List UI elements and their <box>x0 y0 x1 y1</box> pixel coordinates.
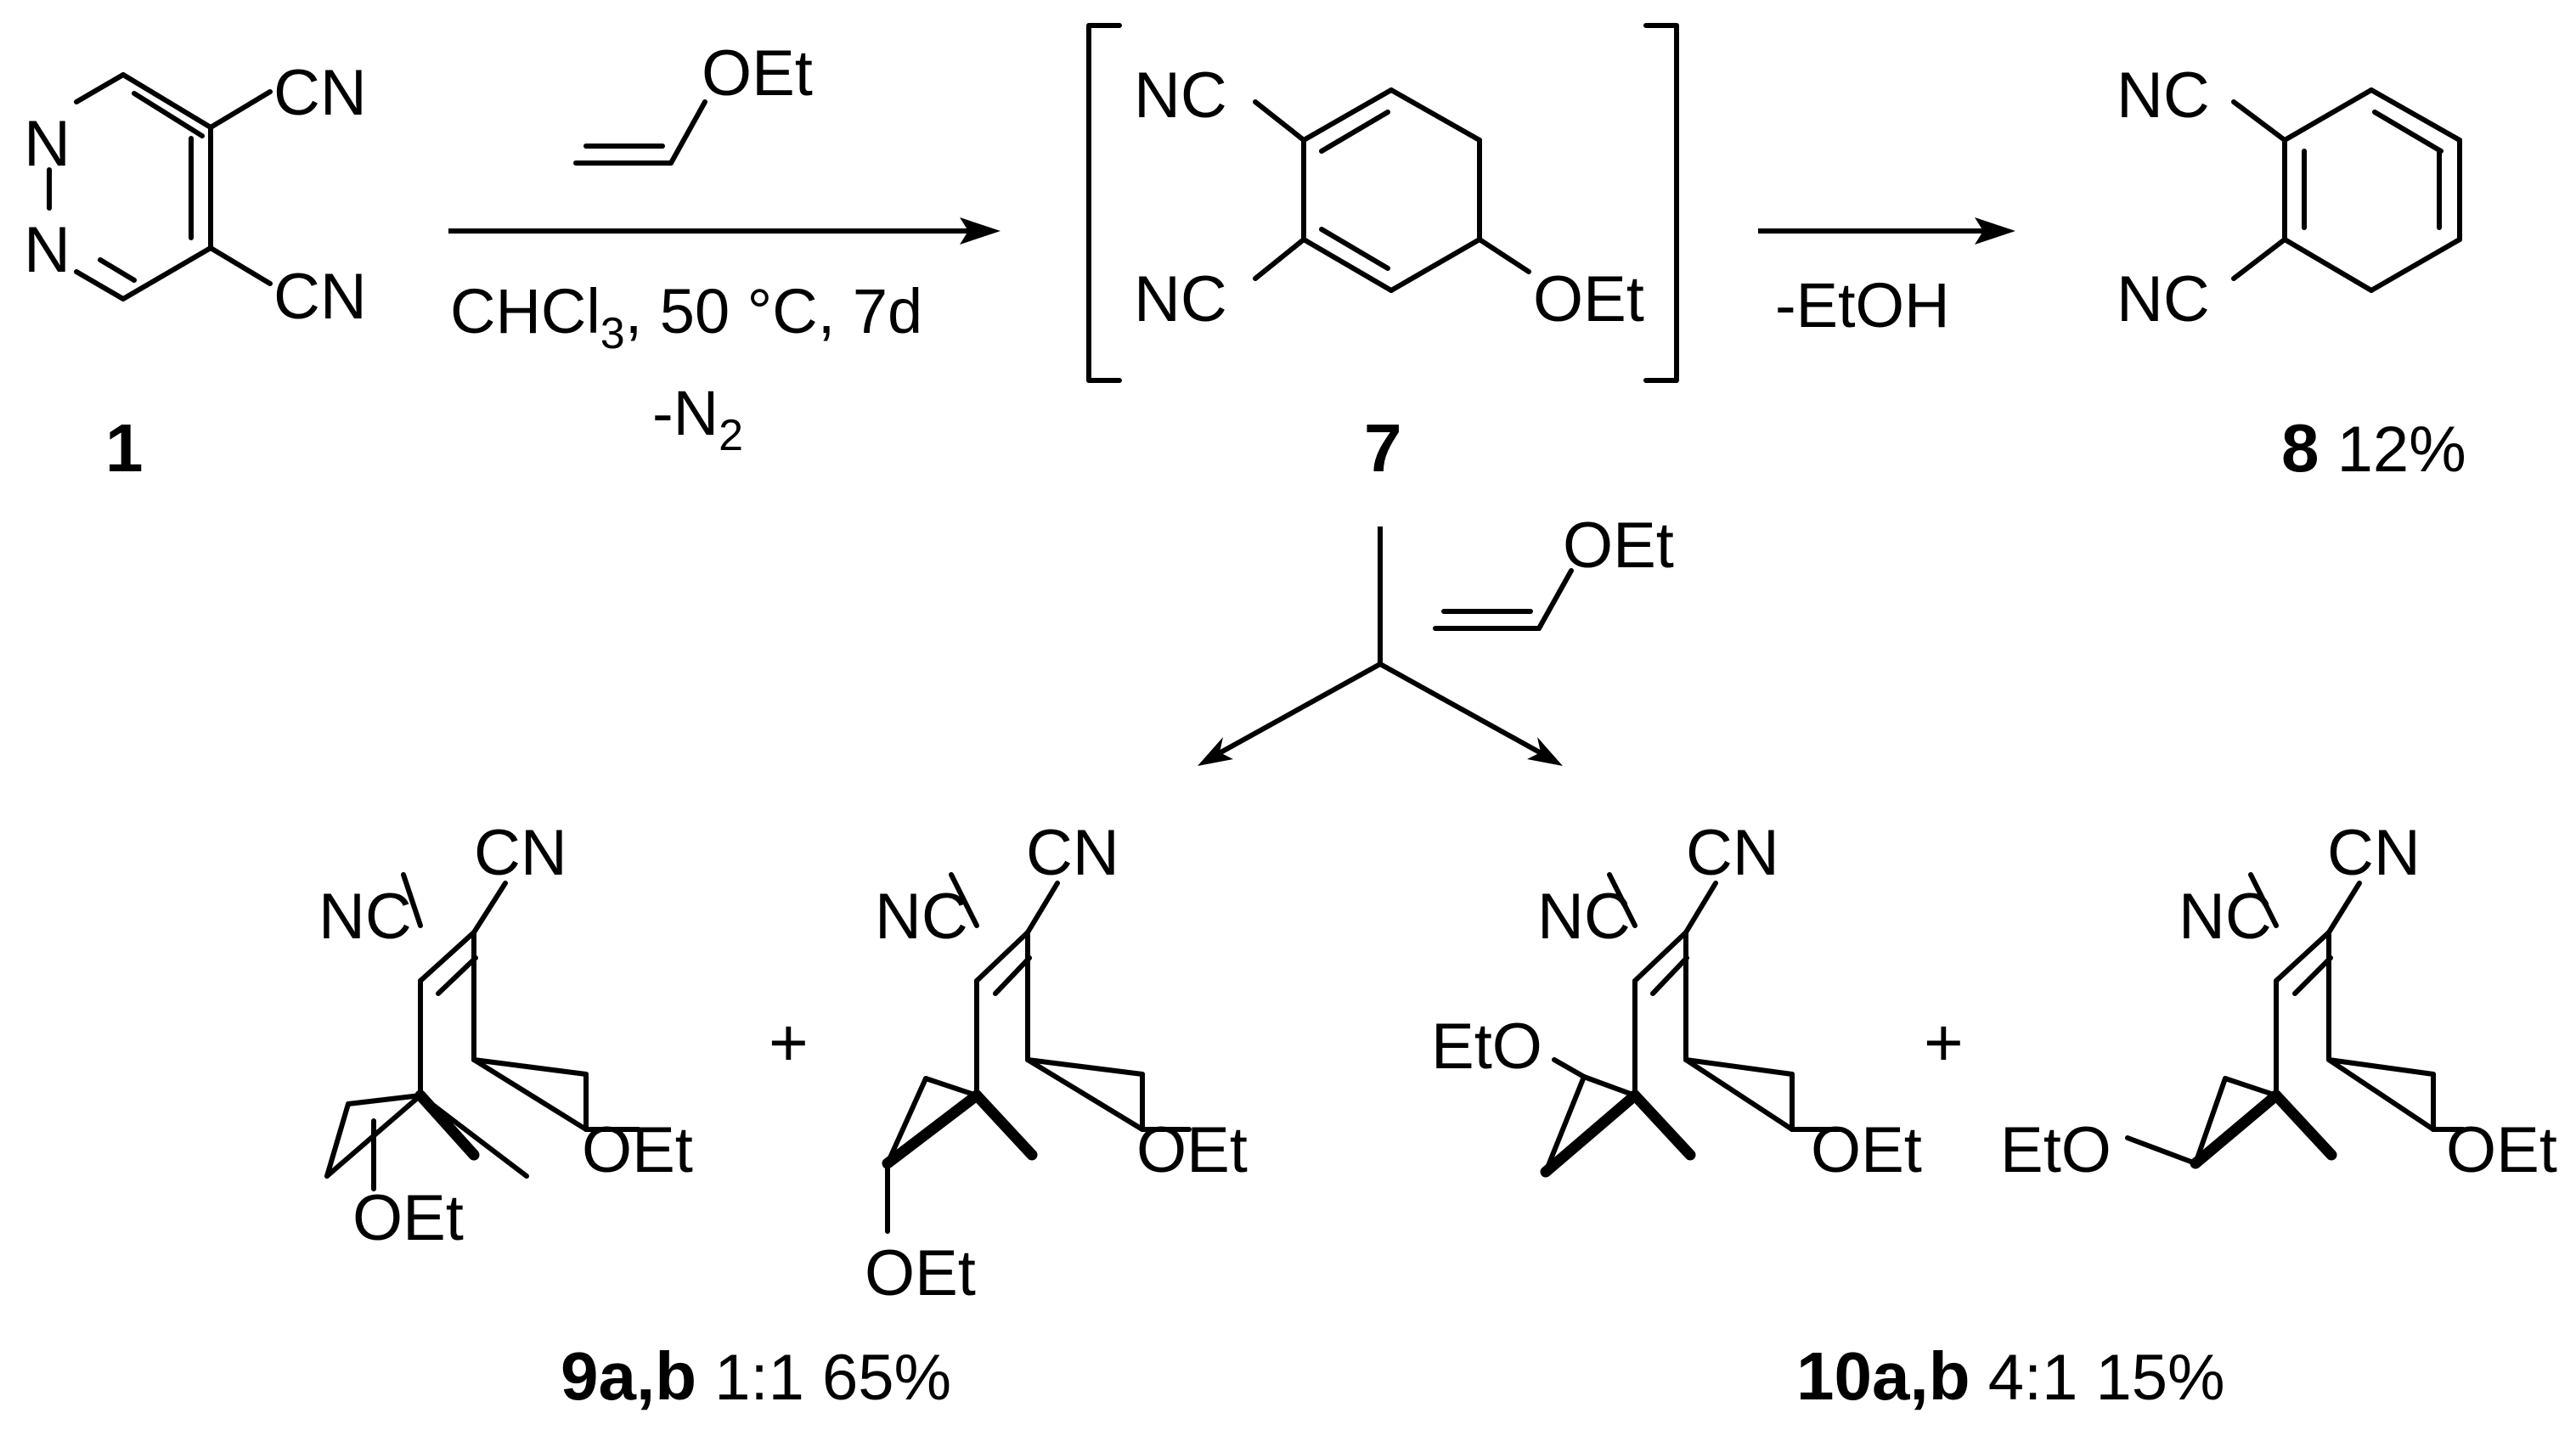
reaction-arrow-1-head <box>960 217 1001 245</box>
reagent-oet-label: OEt <box>702 37 813 110</box>
product-9a-structure <box>324 872 641 1191</box>
cn-label-top: CN <box>273 57 367 129</box>
oet-label-10a: OEt <box>1811 1114 1922 1186</box>
step1-conditions: CHCl3, 50 °C, 7d <box>450 276 922 358</box>
cn-label-10a: CN <box>1686 817 1779 889</box>
oet-label-9b-2: OEt <box>865 1237 976 1309</box>
vinyl-ether-reagent-1 <box>573 99 707 166</box>
product-10a-structure <box>1540 872 1841 1178</box>
reagent-2-oet-label: OEt <box>1563 510 1674 582</box>
cn-label-10b: CN <box>2327 817 2421 889</box>
nc-label-top: NC <box>1134 59 1227 132</box>
oet-label: OEt <box>1533 263 1644 335</box>
products-10-label: 10a,b 4:1 15% <box>1796 1338 2225 1414</box>
cn-label-9a: CN <box>474 817 567 889</box>
nc-label-10a: NC <box>1537 881 1631 953</box>
vinyl-ether-reagent-2 <box>1433 568 1574 631</box>
compound-1-structure <box>47 72 273 301</box>
nc-label-bottom-8: NC <box>2117 263 2210 335</box>
oet-label-10b: OEt <box>2446 1114 2557 1186</box>
oet-label-9b-1: OEt <box>1136 1114 1248 1186</box>
n-atom-top: N <box>24 108 70 180</box>
nc-label-9b: NC <box>875 881 968 953</box>
cn-label-bottom: CN <box>273 261 367 333</box>
nc-label-bottom: NC <box>1134 263 1227 335</box>
product-8-structure <box>2231 87 2462 293</box>
step2-label: -EtOH <box>1775 270 1950 341</box>
reaction-arrow-2-head <box>1975 217 2015 245</box>
cn-label-9b: CN <box>1026 817 1119 889</box>
products-9-label: 9a,b 1:1 65% <box>561 1338 951 1414</box>
nc-label-top-8: NC <box>2117 59 2210 132</box>
oet-label-9a-1: OEt <box>582 1114 693 1186</box>
n-atom-bottom: N <box>24 214 70 286</box>
product-8-label: 8 12% <box>2281 410 2466 486</box>
branch-arrows <box>1198 526 1563 766</box>
compound-7-label: 7 <box>1364 410 1402 486</box>
compound-1-label: 1 <box>105 410 144 486</box>
step1-byproduct: -N2 <box>652 378 743 460</box>
nc-label-9a: NC <box>318 881 412 953</box>
plus-sign-10: + <box>1924 1005 1964 1080</box>
product-10b-structure <box>2125 872 2466 1169</box>
nc-label-10b: NC <box>2179 881 2272 953</box>
product-9b-structure <box>882 872 1192 1234</box>
intermediate-7-structure <box>1086 23 1679 383</box>
eto-label-10b: EtO <box>2000 1114 2111 1186</box>
oet-label-9a-2: OEt <box>352 1182 464 1254</box>
eto-label-10a: EtO <box>1431 1011 1542 1083</box>
plus-sign-9: + <box>769 1005 809 1080</box>
